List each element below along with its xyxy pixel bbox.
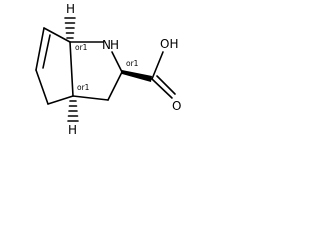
bond-n1-c2 (111, 51, 123, 73)
structure-canvas: H N H OH O H or1 or1 or1 (0, 0, 206, 137)
hashed-wedge-bottom (67, 100, 79, 122)
atom-h-top: H (66, 2, 75, 16)
bond-c-o-double-1 (151, 78, 173, 99)
stereo-label-c3a: or1 (77, 83, 90, 92)
bond-c6-c5 (35, 27, 45, 71)
bond-c3-c3a (72, 95, 109, 101)
stereo-label-c2: or1 (126, 59, 139, 68)
bond-c-o-double-2 (156, 75, 176, 95)
bond-c2-c3 (107, 71, 123, 101)
atom-oh: OH (160, 37, 178, 51)
atom-h-bottom: H (68, 123, 77, 137)
atom-n: N (102, 38, 111, 52)
hashed-wedge-top (64, 17, 76, 39)
bond-c4-c3a (47, 95, 74, 105)
chemical-structure: H N H OH O H or1 or1 or1 (35, 2, 181, 137)
stereo-label-c6a: or1 (75, 43, 88, 52)
bond-c3a-c6a (69, 41, 74, 97)
bond-c6a-c6 (43, 27, 71, 43)
bond-c5-c4 (35, 69, 49, 105)
atom-nh-h: H (110, 38, 119, 52)
bond-c6-c5-double (42, 34, 51, 69)
solid-wedge-bond (122, 70, 152, 82)
atom-o: O (172, 99, 181, 113)
bond-c-oh (151, 51, 164, 80)
